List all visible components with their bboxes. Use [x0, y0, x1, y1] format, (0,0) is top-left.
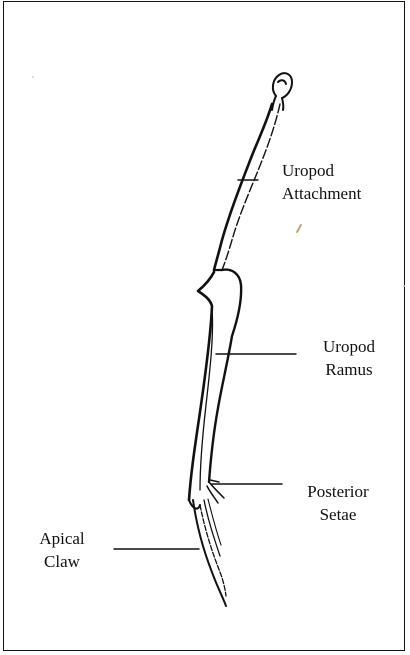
label-uropod-attachment-line2: Attachment	[282, 182, 361, 205]
attachment-head	[272, 73, 292, 110]
label-uropod-attachment: Uropod Attachment	[282, 159, 361, 205]
label-apical-claw-line2: Claw	[29, 550, 95, 573]
label-posterior-setae-line1: Posterior	[296, 480, 380, 503]
label-uropod-ramus: Uropod Ramus	[314, 335, 384, 381]
leader-lines	[114, 180, 296, 549]
ramus-body	[189, 270, 241, 500]
label-posterior-setae-line2: Setae	[296, 503, 380, 526]
label-uropod-ramus-line1: Uropod	[314, 335, 384, 358]
label-posterior-setae: Posterior Setae	[296, 480, 380, 526]
attachment-stalk	[214, 104, 280, 270]
label-apical-claw-line1: Apical	[29, 527, 95, 550]
label-uropod-ramus-line2: Ramus	[314, 358, 384, 381]
label-apical-claw: Apical Claw	[29, 527, 95, 573]
apical-claw	[189, 499, 226, 606]
label-uropod-attachment-line1: Uropod	[282, 159, 361, 182]
